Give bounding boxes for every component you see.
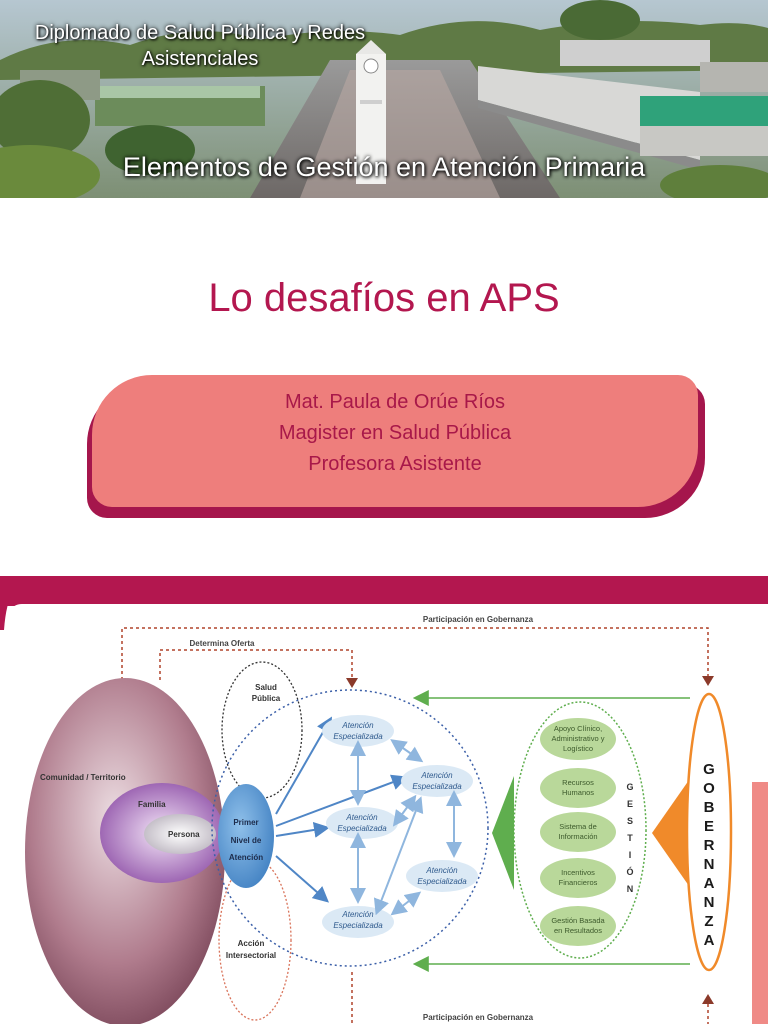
familia-label: Familia bbox=[138, 800, 166, 809]
svg-text:Humanos: Humanos bbox=[562, 788, 594, 797]
presenter-card: Mat. Paula de Orúe Ríos Magister en Salu… bbox=[92, 375, 698, 507]
svg-text:Sistema de: Sistema de bbox=[559, 822, 597, 831]
side-tab bbox=[752, 782, 768, 1024]
gestion-item-resultados: Gestión Basada en Resultados bbox=[540, 906, 616, 946]
svg-text:Apoyo Clínico,: Apoyo Clínico, bbox=[554, 724, 602, 733]
svg-text:I: I bbox=[629, 850, 632, 860]
primer-nivel-ellipse bbox=[218, 784, 274, 888]
primer-nivel-label-1: Primer bbox=[233, 818, 258, 827]
gobernanza-ellipse bbox=[685, 692, 733, 972]
course-title: Diplomado de Salud Pública y Redes Asist… bbox=[0, 20, 400, 72]
svg-text:Incentivos: Incentivos bbox=[561, 868, 595, 877]
svg-text:en Resultados: en Resultados bbox=[554, 926, 602, 935]
svg-text:Atención: Atención bbox=[341, 721, 374, 730]
svg-text:A: A bbox=[704, 932, 715, 949]
svg-text:Ó: Ó bbox=[626, 866, 633, 877]
gobernanza-wedge bbox=[652, 770, 696, 896]
determina-oferta-label: Determina Oferta bbox=[190, 639, 255, 648]
gestion-item-recursos: Recursos Humanos bbox=[540, 768, 616, 808]
primer-nivel-label-2: Nivel de bbox=[231, 836, 262, 845]
gestion-item-sistema: Sistema de Información bbox=[540, 812, 616, 852]
svg-text:N: N bbox=[704, 856, 715, 873]
svg-text:B: B bbox=[704, 799, 715, 816]
svg-text:Especializada: Especializada bbox=[333, 921, 383, 930]
presenter-degree: Magister en Salud Pública bbox=[278, 422, 512, 444]
aps-model-diagram: Participación en Gobernanza Determina Of… bbox=[25, 615, 733, 1024]
persona-ellipse bbox=[144, 814, 216, 854]
presenter-position: Profesora Asistente bbox=[308, 453, 482, 475]
atencion-especializada-2: Atención Especializada bbox=[401, 765, 473, 797]
svg-text:Gestión Basada: Gestión Basada bbox=[551, 916, 605, 925]
comunidad-label: Comunidad / Territorio bbox=[40, 773, 126, 782]
gestion-item-incentivos: Incentivos Financieros bbox=[540, 858, 616, 898]
svg-text:Especializada: Especializada bbox=[333, 732, 383, 741]
section-ribbon bbox=[0, 576, 768, 606]
svg-text:N: N bbox=[627, 884, 634, 894]
gestion-vertical-label: G E S T I Ó N bbox=[626, 782, 633, 894]
persona-label: Persona bbox=[168, 830, 200, 839]
svg-text:Atención: Atención bbox=[420, 771, 453, 780]
determina-oferta-connector bbox=[159, 649, 353, 682]
accion-label-2: Intersectorial bbox=[226, 951, 276, 960]
primer-nivel-label-3: Atención bbox=[229, 853, 263, 862]
atencion-especializada-1: Atención Especializada bbox=[322, 715, 394, 747]
participation-bottom-label: Participación en Gobernanza bbox=[423, 1013, 534, 1022]
svg-text:E: E bbox=[627, 799, 633, 809]
atencion-especializada-4: Atención Especializada bbox=[406, 860, 478, 892]
svg-text:Logístico: Logístico bbox=[563, 744, 593, 753]
svg-text:G: G bbox=[703, 761, 715, 778]
svg-text:Atención: Atención bbox=[345, 813, 378, 822]
atencion-especializada-5: Atención Especializada bbox=[322, 906, 394, 938]
svg-text:S: S bbox=[627, 816, 633, 826]
svg-text:Especializada: Especializada bbox=[417, 877, 467, 886]
up-arrow-icon bbox=[702, 994, 714, 1004]
salud-publica-label-2: Pública bbox=[252, 694, 281, 703]
svg-text:R: R bbox=[704, 837, 715, 854]
svg-text:Financieros: Financieros bbox=[559, 878, 598, 887]
campus-photo bbox=[0, 0, 768, 198]
atencion-especializada-3: Atención Especializada bbox=[326, 807, 398, 839]
svg-text:Especializada: Especializada bbox=[412, 782, 462, 791]
svg-text:A: A bbox=[704, 875, 715, 892]
svg-text:Z: Z bbox=[704, 913, 713, 930]
down-arrow-icon bbox=[702, 676, 714, 686]
course-title-line2: Asistenciales bbox=[141, 48, 259, 70]
chevron-left-icon bbox=[492, 776, 514, 890]
gestion-item-apoyo: Apoyo Clínico, Administrativo y Logístic… bbox=[540, 718, 616, 760]
gobernanza-vertical-label: G O B E R N A N Z A bbox=[703, 761, 715, 949]
svg-text:G: G bbox=[626, 782, 633, 792]
svg-text:Administrativo y: Administrativo y bbox=[552, 734, 605, 743]
presenter-name: Mat. Paula de Orúe Ríos bbox=[284, 391, 506, 413]
accion-label-1: Acción bbox=[238, 939, 265, 948]
down-arrow-icon-2 bbox=[346, 678, 358, 688]
svg-text:Atención: Atención bbox=[425, 866, 458, 875]
ribbon-curl bbox=[0, 590, 14, 630]
svg-text:Información: Información bbox=[558, 832, 597, 841]
svg-text:N: N bbox=[704, 894, 715, 911]
course-title-line1: Diplomado de Salud Pública y Redes bbox=[34, 22, 366, 44]
module-subtitle: Elementos de Gestión en Atención Primari… bbox=[122, 152, 646, 182]
svg-text:O: O bbox=[703, 780, 715, 797]
svg-text:Especializada: Especializada bbox=[337, 824, 387, 833]
header-banner: Diplomado de Salud Pública y Redes Asist… bbox=[0, 0, 768, 198]
salud-publica-ellipse bbox=[221, 661, 303, 799]
presentation-title: Lo desafíos en APS bbox=[208, 276, 560, 320]
participation-top-connector bbox=[121, 627, 709, 680]
svg-text:Atención: Atención bbox=[341, 910, 374, 919]
participation-top-label: Participación en Gobernanza bbox=[423, 615, 534, 624]
svg-text:Recursos: Recursos bbox=[562, 778, 594, 787]
svg-text:E: E bbox=[704, 818, 714, 835]
network-circle bbox=[211, 689, 489, 967]
salud-publica-label-1: Salud bbox=[255, 683, 277, 692]
svg-text:T: T bbox=[627, 833, 633, 843]
accion-intersectorial-ellipse bbox=[218, 859, 292, 1021]
